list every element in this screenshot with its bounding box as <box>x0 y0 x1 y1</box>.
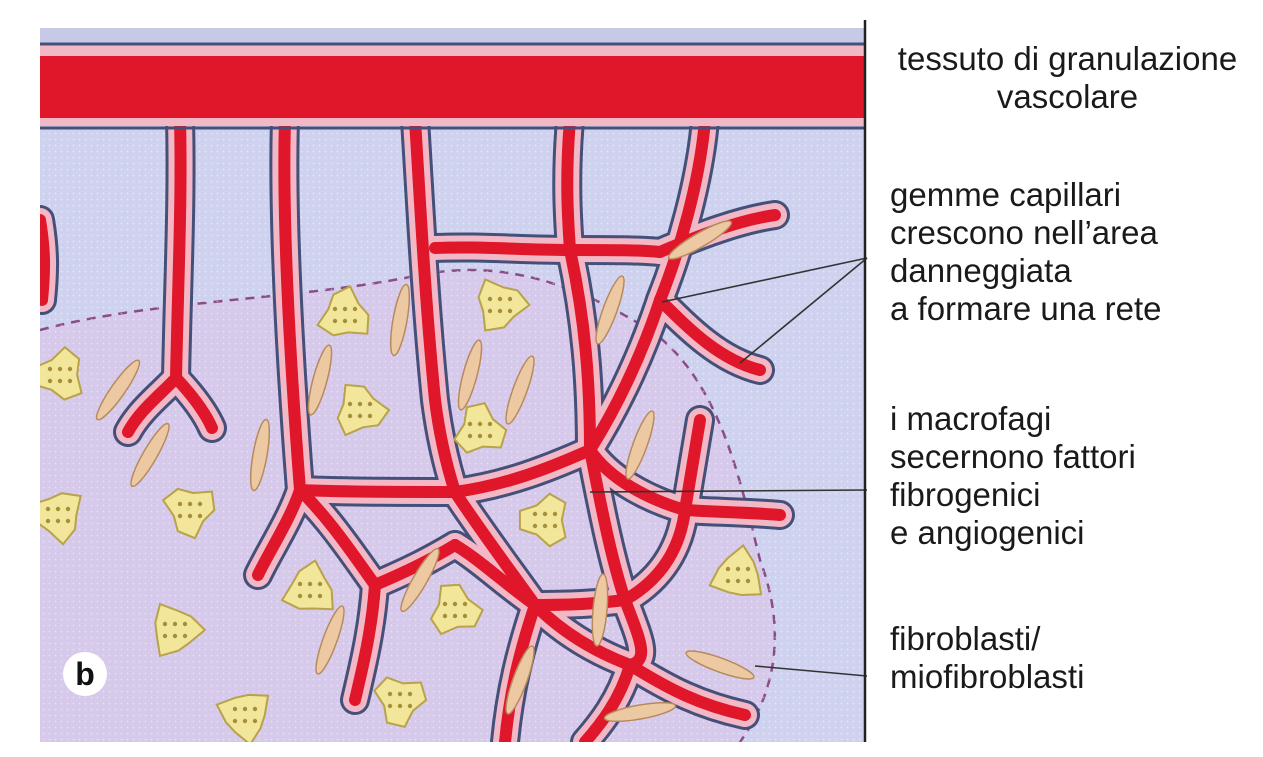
buds-line-2: crescono nell’area <box>890 214 1260 252</box>
title-line-2: vascolare <box>875 78 1260 116</box>
buds-line-4: a formare una rete <box>890 290 1260 328</box>
title-line-1: tessuto di granulazione <box>875 40 1260 78</box>
fibroblasts-label: fibroblasti/ miofibroblasti <box>890 620 1260 696</box>
capillary-segment <box>535 600 625 605</box>
fibro-line-1: fibroblasti/ <box>890 620 1260 658</box>
macro-line-2: secernono fattori <box>890 438 1260 476</box>
capillary-segment <box>567 120 570 250</box>
main-blood-vessel <box>40 56 865 118</box>
capillary-segment <box>300 490 455 492</box>
title-label: tessuto di granulazione vascolare <box>875 40 1260 116</box>
capillary-segment <box>685 510 780 515</box>
capillary-segment <box>570 250 660 252</box>
capillary-buds-label: gemme capillari crescono nell’area danne… <box>890 176 1260 328</box>
panel-letter: b <box>63 652 107 696</box>
capillary-segment <box>176 120 181 378</box>
buds-line-3: danneggiata <box>890 252 1260 290</box>
macro-line-4: e angiogenici <box>890 514 1260 552</box>
capillary-segment <box>435 247 570 250</box>
fibro-line-2: miofibroblasti <box>890 658 1260 696</box>
buds-line-1: gemme capillari <box>890 176 1260 214</box>
macrophages-label: i macrofagi secernono fattori fibrogenic… <box>890 400 1260 552</box>
capillary-segment <box>40 220 44 300</box>
macro-line-3: fibrogenici <box>890 476 1260 514</box>
macro-line-1: i macrofagi <box>890 400 1260 438</box>
